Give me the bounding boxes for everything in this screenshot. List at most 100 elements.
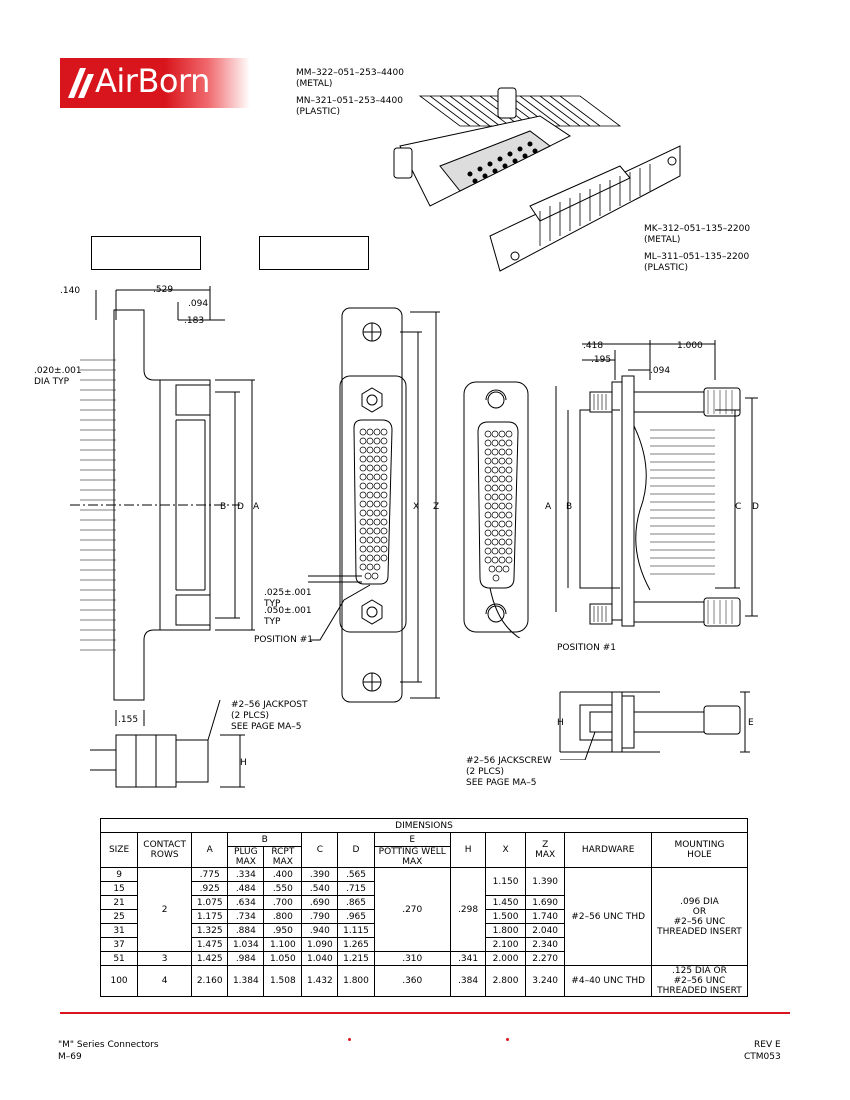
cell-size: 9: [99, 867, 139, 882]
dim-529: .529: [153, 285, 174, 295]
cell-d: .865: [337, 895, 375, 910]
cell-z: 1.740: [524, 909, 566, 924]
cell-plug: .334: [227, 867, 265, 882]
cell-a: 1.425: [191, 951, 229, 966]
cell-c: 1.040: [301, 951, 339, 966]
cell-rcpt: .800: [263, 909, 303, 924]
cell-c: .940: [301, 923, 339, 938]
cell-x: 1.450: [485, 895, 526, 910]
cell-z: 1.690: [524, 895, 566, 910]
callout-position-1-left: POSITION #1: [254, 635, 313, 645]
cell-size: 21: [99, 895, 139, 910]
dim-418: .418: [583, 341, 604, 351]
cell-mounting: .096 DIA OR #2–56 UNC THREADED INSERT: [650, 867, 749, 966]
cell-x: 2.100: [485, 937, 526, 952]
cell-plug: 1.034: [227, 937, 265, 952]
dimensions-table: DIMENSIONS SIZE CONTACT ROWS A B C D E H…: [99, 818, 749, 997]
footer-revision: REV E: [754, 1040, 781, 1050]
cell-plug: .484: [227, 881, 265, 896]
callout-metal-part: MM–322–051–253–4400 (METAL): [296, 68, 404, 89]
cell-rcpt: .400: [263, 867, 303, 882]
cell-rows: 2: [137, 867, 193, 952]
dim-H-right: H: [557, 718, 564, 728]
cell-z: 3.240: [524, 965, 566, 997]
cell-h: .298: [449, 867, 487, 952]
cell-z: 2.340: [524, 937, 566, 952]
col-h: H: [449, 832, 487, 868]
cell-c: .690: [301, 895, 339, 910]
cell-hardware: #4–40 UNC THD: [564, 965, 652, 997]
cell-z: 2.040: [524, 923, 566, 938]
cell-plug: 1.384: [227, 965, 265, 997]
cell-c: .790: [301, 909, 339, 924]
dim-A-left: A: [253, 502, 260, 512]
cell-x: 2.000: [485, 951, 526, 966]
table-row: 31 1.325 .884 .950 .940 1.115 1.800 2.04…: [99, 923, 748, 938]
cell-d: .965: [337, 909, 375, 924]
cell-rows: 3: [137, 951, 193, 966]
cell-size: 37: [99, 937, 139, 952]
cell-size: 25: [99, 909, 139, 924]
dim-183: .183: [184, 316, 205, 326]
col-b-plug: PLUG MAX: [227, 846, 265, 868]
cell-rcpt: .550: [263, 881, 303, 896]
plug-front-view: [308, 307, 440, 703]
callout-row-pitch: .050±.001 TYP: [264, 606, 312, 627]
cell-a: 2.160: [191, 965, 229, 997]
cell-d: 1.265: [337, 937, 375, 952]
cell-a: 1.325: [191, 923, 229, 938]
col-a: A: [191, 832, 229, 868]
cell-rcpt: .700: [263, 895, 303, 910]
col-mounting-hole: MOUNTING HOLE: [650, 832, 749, 868]
dim-D-left: D: [237, 502, 244, 512]
col-z: Z MAX: [524, 832, 566, 868]
cell-plug: .734: [227, 909, 265, 924]
cell-mounting: .125 DIA OR #2–56 UNC THREADED INSERT: [650, 965, 749, 997]
dim-B-right: B: [566, 502, 573, 512]
table-row: 25 1.175 .734 .800 .790 .965 1.500 1.740: [99, 909, 748, 924]
dim-E-right: E: [748, 718, 754, 728]
cell-rcpt: 1.508: [263, 965, 303, 997]
cell-c: 1.432: [301, 965, 339, 997]
dim-D-right: D: [752, 502, 759, 512]
cell-x: 1.800: [485, 923, 526, 938]
footer-divider: [60, 1012, 790, 1014]
cell-size: 15: [99, 881, 139, 896]
brand-logo: [60, 58, 250, 108]
footer-dot-right: [506, 1038, 509, 1041]
dim-195: .195: [591, 355, 612, 365]
cell-size: 51: [99, 951, 139, 966]
dim-Z: Z: [433, 502, 440, 512]
dim-094-right: .094: [650, 366, 671, 376]
col-hardware: HARDWARE: [564, 832, 652, 868]
cell-a: 1.475: [191, 937, 229, 952]
cell-x: 2.800: [485, 965, 526, 997]
cell-d: .565: [337, 867, 375, 882]
cell-e: .270: [373, 867, 451, 952]
blank-box-left: [91, 236, 201, 270]
footer-page-number: M–69: [58, 1052, 82, 1062]
cell-d: 1.215: [337, 951, 375, 966]
col-e: E: [373, 832, 451, 847]
dim-X: X: [413, 502, 420, 512]
side-view-drawing: [70, 286, 255, 788]
col-b-rcpt: RCPT MAX: [263, 846, 303, 868]
right-side-view: [555, 340, 758, 760]
cell-a: .775: [191, 867, 229, 882]
footer-doc-code: CTM053: [744, 1052, 781, 1062]
receptacle-front-view: [463, 381, 529, 638]
cell-a: .925: [191, 881, 229, 896]
cell-rows: 4: [137, 965, 193, 997]
table-title-row: DIMENSIONS: [100, 818, 748, 833]
table-row: 21 1.075 .634 .700 .690 .865 1.450 1.690: [99, 895, 748, 910]
cell-plug: .884: [227, 923, 265, 938]
callout-pin-dia: .020±.001 DIA TYP: [34, 366, 82, 387]
callout-position-1-right: POSITION #1: [557, 643, 616, 653]
cell-size: 31: [99, 923, 139, 938]
cell-h: .341: [449, 951, 487, 966]
callout-right-metal: MK–312–051–135–2200 (METAL): [644, 224, 751, 245]
col-x: X: [485, 832, 526, 868]
cell-rcpt: 1.050: [263, 951, 303, 966]
callout-plastic-part: MN–321–051–253–4400 (PLASTIC): [296, 96, 403, 117]
cell-a: 1.075: [191, 895, 229, 910]
